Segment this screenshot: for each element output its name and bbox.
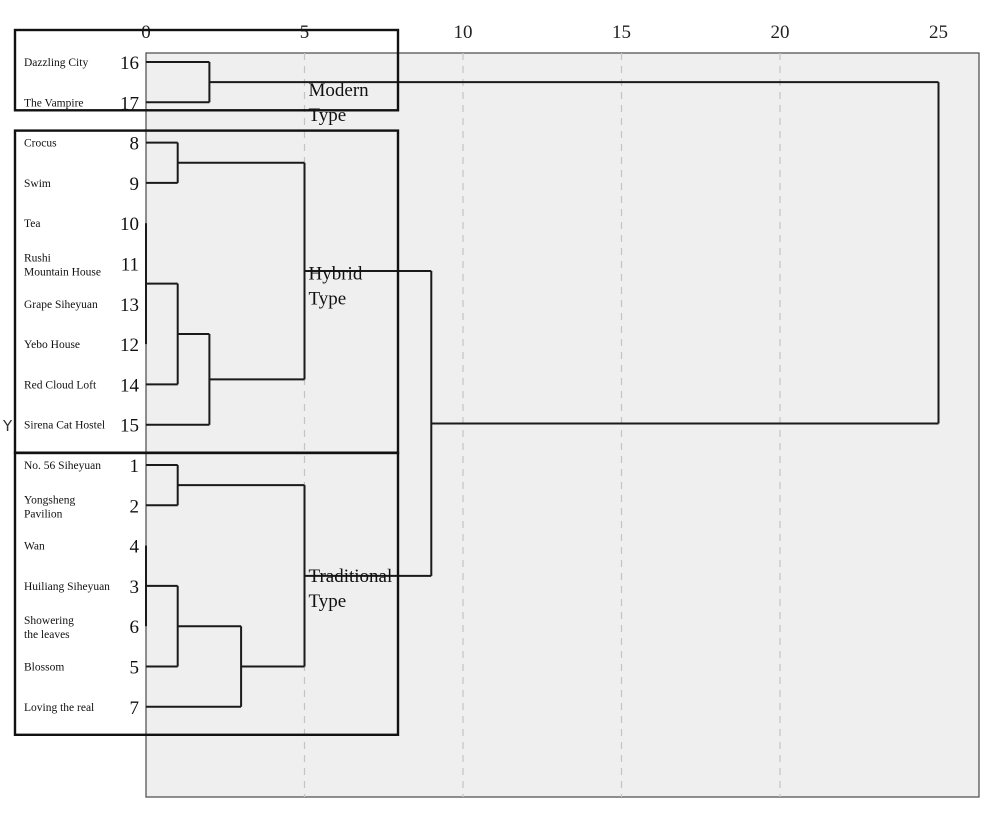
leaf-name: Pavilion <box>24 508 63 520</box>
leaf-id: 8 <box>130 134 140 155</box>
x-tick-label: 10 <box>454 22 473 43</box>
group-box <box>13 451 400 736</box>
group-boxes <box>13 28 400 736</box>
leaf-id: 10 <box>120 214 139 235</box>
x-tick-label: 5 <box>300 22 310 43</box>
leaf-item: 3 Huiliang Siheyuan <box>24 577 139 598</box>
leaf-item: 8 Crocus <box>24 134 139 155</box>
leaf-id: 11 <box>121 255 139 276</box>
leaf-name: Dazzling City <box>24 57 88 69</box>
leaf-id: 14 <box>120 375 140 396</box>
leaf-item: 5 Blossom <box>24 658 139 679</box>
leaf-name: Sirena Cat Hostel <box>24 420 105 432</box>
leaf-name: Mountain House <box>24 267 101 279</box>
leaf-item: 7 Loving the real <box>24 698 139 719</box>
leaf-name: Blossom <box>24 662 64 674</box>
leaf-name: Huiliang Siheyuan <box>24 581 110 593</box>
leaf-name: Swim <box>24 178 51 190</box>
leaf-id: 13 <box>120 295 139 316</box>
group-label: Type <box>309 289 347 310</box>
leaf-item: 1 No. 56 Siheyuan <box>24 456 139 477</box>
x-tick-label: 25 <box>929 22 948 43</box>
leaf-item: 17 The Vampire <box>24 93 139 114</box>
group-label: Type <box>309 105 347 126</box>
x-tick-label: 15 <box>612 22 631 43</box>
leaf-name: Loving the real <box>24 702 94 714</box>
dendrogram-links <box>145 61 940 708</box>
group-label: Modern <box>309 80 370 101</box>
leaf-name: Showering <box>24 615 74 627</box>
leaf-id: 5 <box>130 658 140 679</box>
leaf-id: 3 <box>130 577 140 598</box>
leaf-id: 7 <box>130 698 140 719</box>
group-label: Type <box>309 591 347 612</box>
x-axis-ticks: 0 5 10 15 20 25 <box>141 22 948 43</box>
leaf-name: Yongsheng <box>24 494 75 506</box>
leaf-item: 15 Sirena Cat Hostel <box>24 416 139 437</box>
leaf-name: Tea <box>24 218 40 230</box>
group-box <box>13 28 400 112</box>
leaf-item: 4 Wan <box>24 537 140 558</box>
leaf-item: 13 Grape Siheyuan <box>24 295 139 316</box>
leaf-item: 9 Swim <box>24 174 139 195</box>
leaf-id: 4 <box>130 537 140 558</box>
leaf-item: 16 Dazzling City <box>24 53 139 74</box>
leaf-name: Red Cloud Loft <box>24 379 97 391</box>
leaf-id: 1 <box>130 456 140 477</box>
leaf-name: The Vampire <box>24 97 84 109</box>
leaf-id: 6 <box>130 617 140 638</box>
leaf-item: 10 Tea <box>24 214 139 235</box>
leaf-id: 12 <box>120 335 139 356</box>
leaf-name: No. 56 Siheyuan <box>24 460 101 472</box>
leaf-item: 12 Yebo House <box>24 335 139 356</box>
leaf-name: Yebo House <box>24 339 80 351</box>
x-tick-label: 0 <box>141 22 151 43</box>
leaf-id: 17 <box>120 93 139 114</box>
leaf-id: 2 <box>130 496 140 517</box>
plot-area <box>145 52 980 798</box>
leaf-name: Grape Siheyuan <box>24 299 98 311</box>
group-label: Traditional <box>309 566 393 587</box>
group-label: Hybrid <box>309 264 363 285</box>
leaf-name: Wan <box>24 541 45 553</box>
leaf-id: 9 <box>130 174 140 195</box>
leaf-name: the leaves <box>24 629 70 641</box>
leaf-id: 15 <box>120 416 139 437</box>
leaf-id: 16 <box>120 53 139 74</box>
leaf-name: Rushi <box>24 253 51 265</box>
leaf-item: 6 Showering the leaves <box>24 615 139 641</box>
leaf-name: Crocus <box>24 138 57 150</box>
side-marker: Y <box>2 417 13 435</box>
x-tick-label: 20 <box>771 22 790 43</box>
leaf-item: 14 Red Cloud Loft <box>24 375 140 396</box>
